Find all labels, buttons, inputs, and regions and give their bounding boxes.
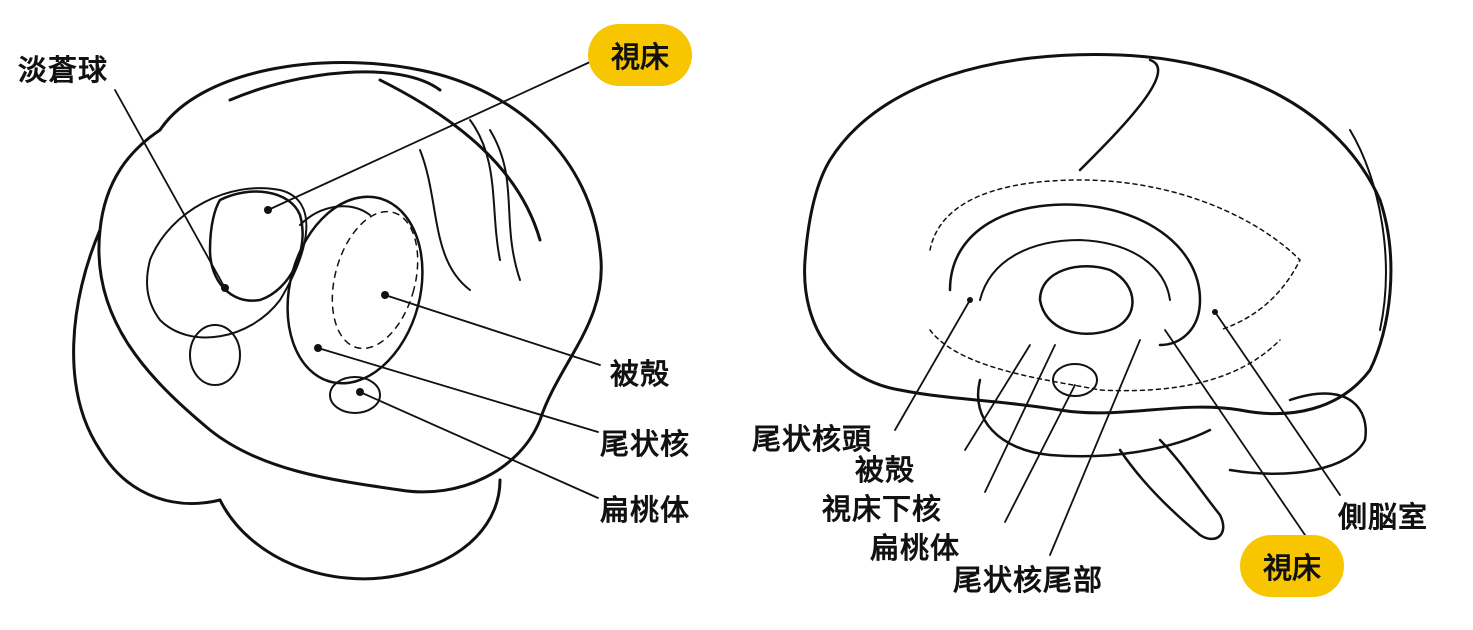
label-caudate-tail: 尾状核尾部: [953, 563, 1104, 597]
label-globus-pallidus: 淡蒼球: [18, 53, 109, 87]
label-thalamus-right-highlighted: 視床: [1240, 535, 1344, 597]
left-brain-drawing: [72, 61, 603, 581]
right-brain-drawing: [803, 53, 1393, 541]
label-amygdala-right: 扁桃体: [870, 531, 961, 565]
label-thalamus-highlighted: 視床: [588, 24, 692, 86]
leader-lines: [114, 61, 1341, 556]
label-amygdala: 扁桃体: [600, 493, 691, 527]
label-lateral-ventricle: 側脳室: [1338, 500, 1429, 534]
label-putamen-right: 被殻: [855, 453, 916, 487]
label-subthalamic-nucleus: 視床下核: [822, 492, 943, 526]
label-caudate-head: 尾状核頭: [752, 422, 873, 456]
label-caudate-nucleus: 尾状核: [600, 427, 691, 461]
label-putamen: 被殻: [610, 357, 671, 391]
